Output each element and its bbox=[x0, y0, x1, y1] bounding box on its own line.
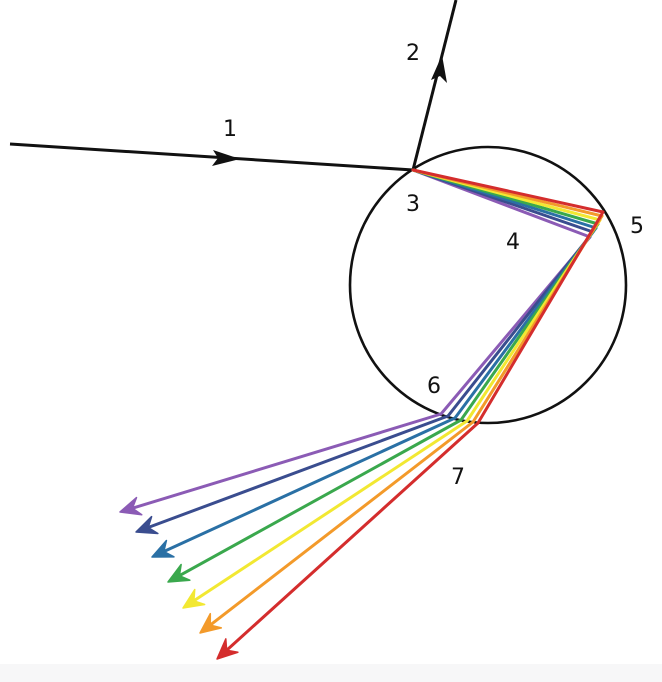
reflected-ray-arrowhead bbox=[431, 55, 447, 83]
ray-violet-outgoing bbox=[131, 412, 443, 510]
ray-red bbox=[216, 168, 605, 660]
ray-orange-arrowhead bbox=[199, 612, 223, 634]
label-2: 2 bbox=[406, 41, 420, 66]
label-4: 4 bbox=[506, 230, 520, 255]
rainbow-refraction-diagram: 1 2 3 4 5 6 7 bbox=[9, 0, 644, 660]
incident-ray-arrowhead bbox=[212, 150, 240, 166]
ray-orange-outgoing bbox=[209, 420, 475, 626]
ray-yellow bbox=[182, 168, 602, 609]
spectrum-rays bbox=[119, 168, 605, 660]
ray-yellow-arrowhead bbox=[182, 588, 206, 609]
ray-orange bbox=[199, 168, 604, 634]
ray-violet-arrowhead bbox=[119, 496, 143, 516]
ray-blue-arrowhead bbox=[151, 539, 175, 558]
bottom-margin-strip bbox=[0, 664, 662, 682]
ray-red-outgoing bbox=[225, 421, 480, 652]
ray-red-arrowhead bbox=[216, 638, 239, 660]
raindrop-circle bbox=[348, 145, 628, 425]
ray-green-outgoing bbox=[178, 418, 463, 577]
ray-indigo-arrowhead bbox=[135, 515, 159, 535]
ray-yellow-outgoing bbox=[193, 419, 469, 602]
ray-red-inside bbox=[411, 168, 605, 214]
label-3: 3 bbox=[406, 192, 420, 217]
label-1: 1 bbox=[223, 117, 237, 142]
label-6: 6 bbox=[427, 374, 441, 399]
label-5: 5 bbox=[630, 214, 644, 239]
ray-green-arrowhead bbox=[167, 563, 191, 583]
incident-ray bbox=[9, 142, 414, 172]
ray-blue-outgoing bbox=[163, 416, 457, 553]
ray-red-reflected bbox=[476, 210, 605, 425]
ray-indigo-outgoing bbox=[147, 414, 450, 529]
reflected-ray bbox=[411, 0, 458, 171]
label-7: 7 bbox=[451, 465, 465, 490]
